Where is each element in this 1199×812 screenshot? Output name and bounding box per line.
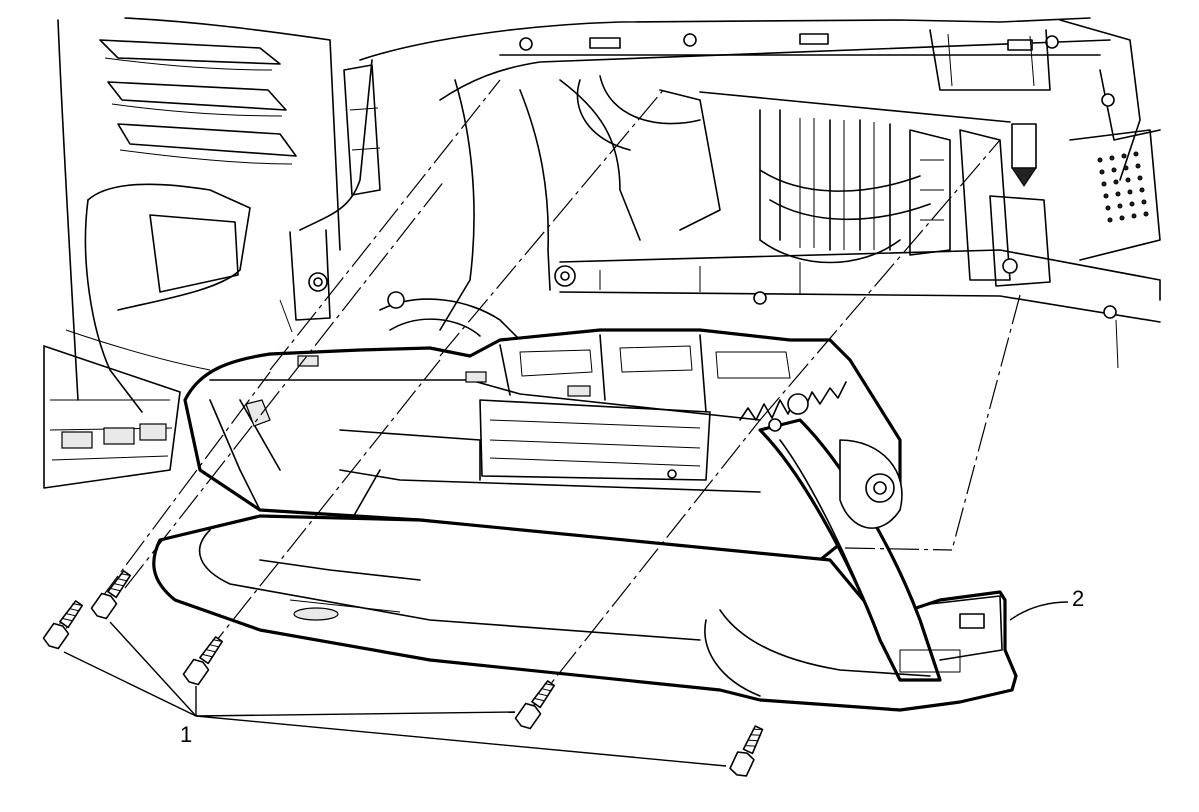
callout-2-label: 2: [1072, 586, 1084, 611]
callout-2-leader: [1009, 601, 1069, 621]
screw-bottom: [729, 725, 764, 777]
hvac-module: [379, 75, 1161, 369]
instrument-panel-carrier: [359, 17, 1161, 181]
screw-middle: [182, 636, 224, 686]
screw-right: [514, 680, 556, 730]
center-console: [43, 17, 381, 489]
perforated-panel: [1097, 151, 1149, 223]
callout-1-label: 1: [180, 722, 192, 747]
screw-top-second: [90, 570, 132, 620]
callout-1-leaders: [63, 621, 727, 767]
screw-top-left: [42, 600, 84, 650]
alignment-lines: [99, 79, 1021, 711]
glove-box-assembly: [152, 328, 1018, 712]
